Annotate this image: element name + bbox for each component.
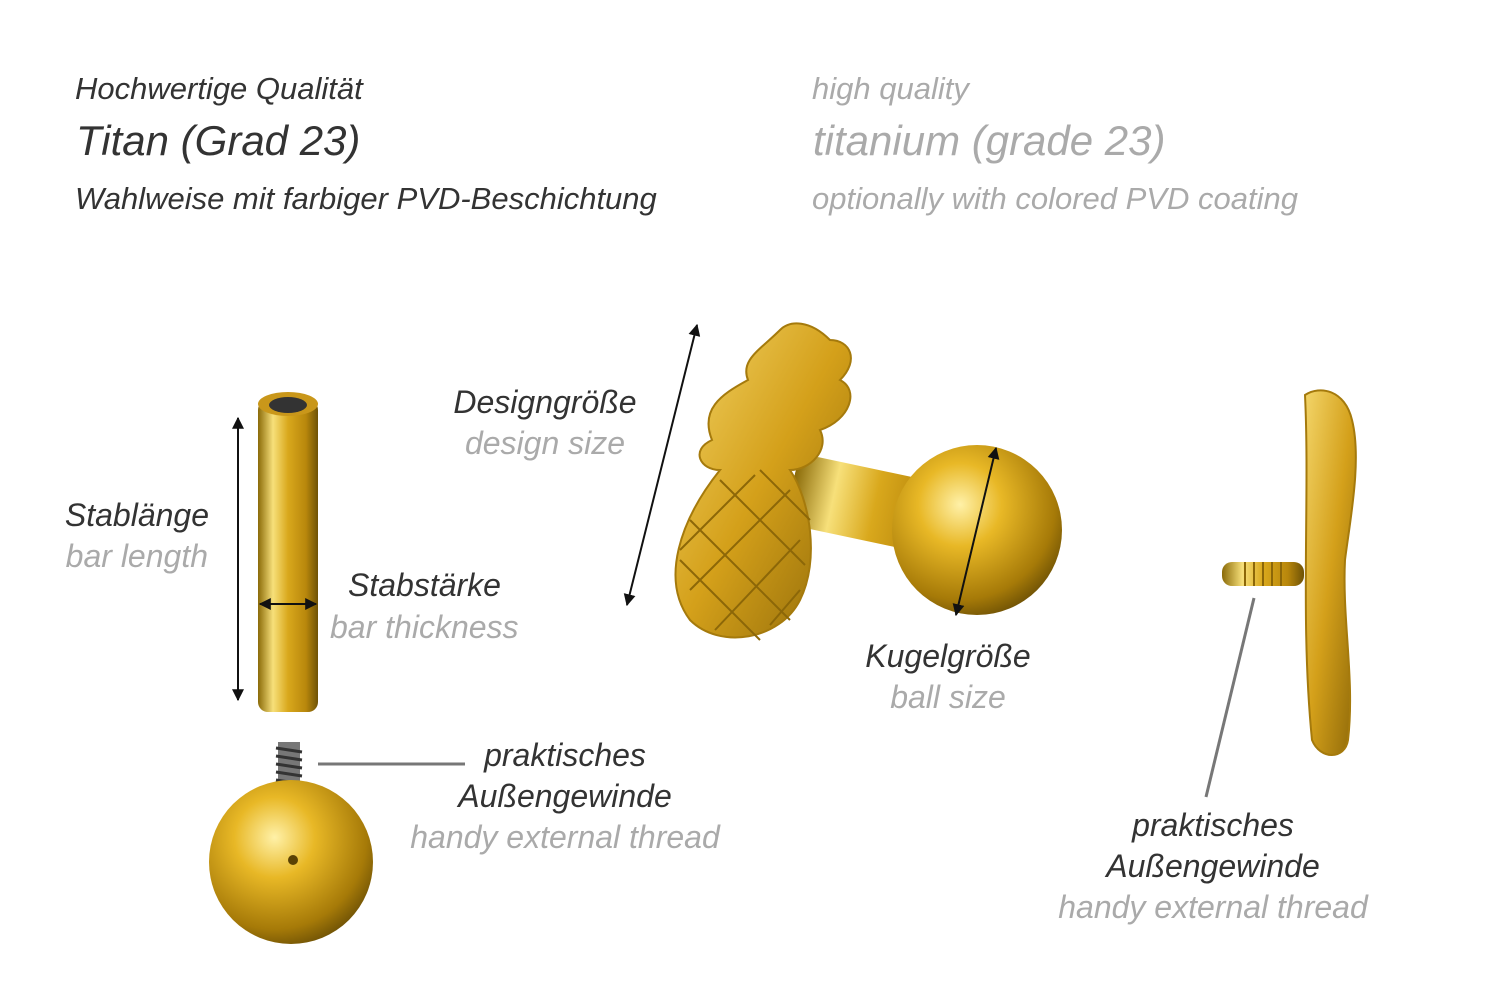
design-size-label-en: design size [464,425,626,461]
bar-length-label-en: bar length [65,538,208,574]
header-material-en: titanium (grade 23) [813,117,1166,164]
pineapple-barbell [674,322,1062,641]
thread-right-label-en: handy external thread [1058,889,1368,925]
bar-thickness-label-en: bar thickness [330,609,519,645]
design-size-label-de: Designgröße [453,384,637,420]
thread-right-label-de2: Außengewinde [1106,848,1320,884]
bar-thickness-label-de: Stabstärke [348,567,501,603]
thread-pointer-line-right [1204,597,1256,798]
header-quality-en: high quality [812,71,969,106]
ball-size-label-de: Kugelgröße [865,638,1031,674]
header-quality-de: Hochwertige Qualität [75,71,363,106]
header-coating-en: optionally with colored PVD coating [812,181,1298,216]
thread-right-label-de1: praktisches [1132,807,1294,843]
bar-part [258,392,318,712]
thread-left-label-en: handy external thread [410,819,720,855]
bar-length-label-de: Stablänge [64,497,209,533]
design-size-arrow [623,323,701,607]
threaded-ball-part [209,742,373,944]
ball-size-arrow [952,446,1000,617]
ball-size-label-en: ball size [890,679,1006,715]
header-coating-de: Wahlweise mit farbiger PVD-Beschichtung [75,181,657,216]
side-view-top-part [1222,389,1357,756]
header-material-de: Titan (Grad 23) [76,117,361,164]
thread-left-label-de2: Außengewinde [458,778,672,814]
thread-left-label-de1: praktisches [484,737,646,773]
